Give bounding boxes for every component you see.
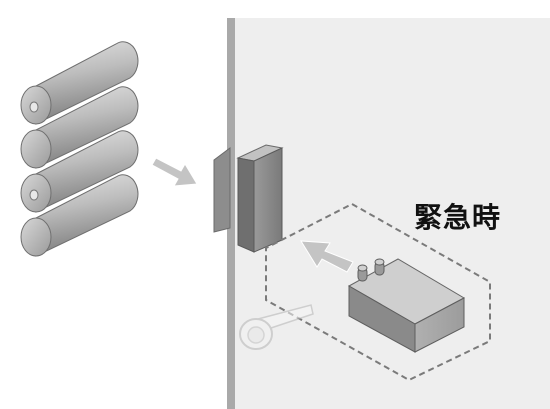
battery-icon bbox=[20, 174, 139, 257]
battery-icon bbox=[20, 130, 139, 213]
door-edge bbox=[227, 18, 235, 409]
door-panel bbox=[231, 18, 550, 409]
battery-stack bbox=[20, 41, 139, 257]
emergency-area-outline bbox=[265, 202, 491, 382]
power-box-icon bbox=[347, 258, 466, 353]
lock-unit-icon bbox=[213, 144, 284, 253]
door-handle-icon bbox=[239, 304, 314, 350]
arrow-left-icon bbox=[300, 240, 354, 273]
emergency-label: 緊急時 bbox=[414, 201, 502, 234]
battery-icon bbox=[20, 86, 139, 169]
battery-icon bbox=[20, 41, 139, 125]
arrow-right-icon bbox=[151, 157, 198, 187]
